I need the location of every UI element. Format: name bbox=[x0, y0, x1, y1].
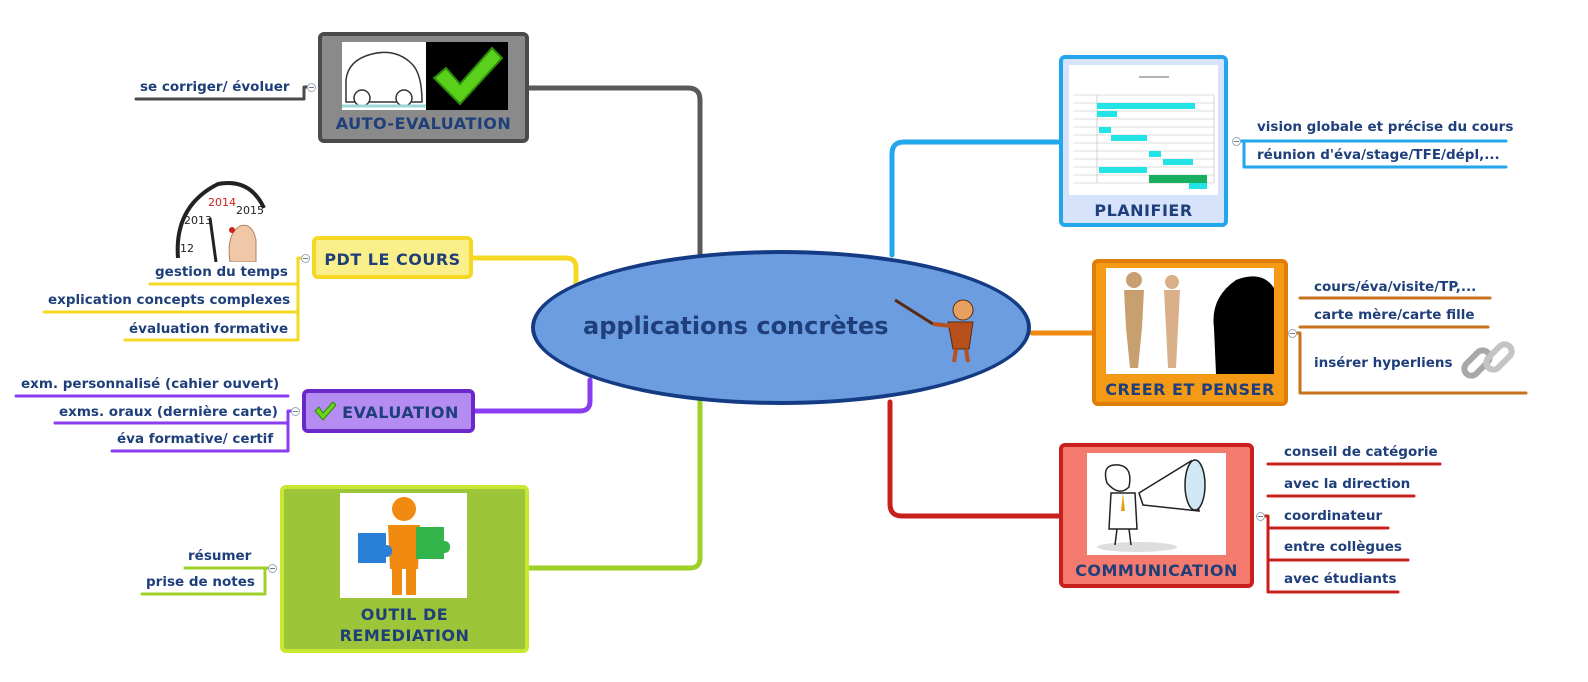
presenter-icon bbox=[894, 298, 974, 363]
leaf-resumer[interactable]: résumer bbox=[188, 548, 252, 564]
leaf-exm-personnalise[interactable]: exm. personnalisé (cahier ouvert) bbox=[21, 376, 280, 392]
leaf-exms-oraux[interactable]: exms. oraux (dernière carte) bbox=[59, 404, 278, 420]
topic-planifier[interactable]: PLANIFIER bbox=[1059, 55, 1228, 227]
connector-outil-de-remediation bbox=[525, 399, 703, 571]
collapse-toggle-communication[interactable] bbox=[1256, 512, 1265, 521]
car-sketch-image bbox=[342, 42, 426, 110]
leaf-lines-communication bbox=[1258, 462, 1442, 594]
leaf-reunion-eva[interactable]: réunion d'éva/stage/TFE/dépl,... bbox=[1257, 147, 1500, 163]
puzzle-person-image bbox=[340, 493, 467, 598]
topic-label-outil-line1: OUTIL DE bbox=[360, 605, 449, 624]
collapse-toggle-auto-evaluation[interactable] bbox=[307, 83, 316, 92]
collapse-toggle-planifier[interactable] bbox=[1232, 137, 1241, 146]
topic-communication[interactable]: COMMUNICATION bbox=[1059, 443, 1254, 588]
clock-image: 12 2013 2014 2015 bbox=[170, 178, 266, 263]
topic-label-evaluation: EVALUATION bbox=[342, 403, 459, 422]
collapse-toggle-outil-de-remediation[interactable] bbox=[268, 564, 277, 573]
topic-label-outil-line2: REMEDIATION bbox=[339, 626, 470, 645]
collapse-toggle-evaluation[interactable] bbox=[291, 407, 300, 416]
check-mark-icon bbox=[314, 401, 336, 421]
topic-auto-evaluation[interactable]: AUTO-EVALUATION bbox=[318, 32, 529, 143]
connector-planifier bbox=[889, 139, 1064, 258]
statues-image bbox=[1106, 268, 1274, 374]
connector-pdt-le-cours bbox=[469, 255, 579, 293]
leaf-carte-mere[interactable]: carte mère/carte fille bbox=[1314, 307, 1475, 323]
leaf-cours-eva-visite[interactable]: cours/éva/visite/TP,... bbox=[1314, 279, 1477, 295]
clock-label-12: 12 bbox=[180, 242, 194, 255]
topic-label-communication: COMMUNICATION bbox=[1075, 561, 1238, 580]
megaphone-image bbox=[1087, 453, 1226, 555]
leaf-gestion-du-temps[interactable]: gestion du temps bbox=[155, 264, 288, 280]
leaf-evaluation-formative[interactable]: évaluation formative bbox=[129, 321, 289, 337]
collapse-toggle-pdt-le-cours[interactable] bbox=[301, 254, 310, 263]
topic-outil-de-remediation[interactable]: OUTIL DE REMEDIATION bbox=[280, 485, 529, 653]
topic-label-creer-et-penser: CREER ET PENSER bbox=[1105, 380, 1275, 399]
leaf-avec-la-direction[interactable]: avec la direction bbox=[1284, 476, 1411, 492]
check-mark-icon bbox=[426, 42, 508, 110]
topic-creer-et-penser[interactable]: CREER ET PENSER bbox=[1092, 259, 1288, 406]
connector-auto-evaluation bbox=[524, 85, 703, 258]
connector-communication bbox=[887, 399, 1064, 519]
gantt-chart-image bbox=[1069, 65, 1218, 195]
topic-pdt-le-cours[interactable]: PDT LE COURS bbox=[312, 236, 473, 279]
chain-link-icon[interactable] bbox=[1456, 332, 1520, 388]
clock-label-2015: 2015 bbox=[236, 204, 264, 217]
topic-label-pdt-le-cours: PDT LE COURS bbox=[324, 250, 461, 269]
leaf-prise-de-notes[interactable]: prise de notes bbox=[146, 574, 255, 590]
leaf-se-corriger[interactable]: se corriger/ évoluer bbox=[140, 79, 290, 95]
leaf-explication-concepts[interactable]: explication concepts complexes bbox=[48, 292, 291, 308]
central-topic[interactable]: applications concrètes bbox=[531, 250, 1031, 405]
central-topic-label: applications concrètes bbox=[583, 312, 889, 340]
topic-label-planifier: PLANIFIER bbox=[1094, 201, 1193, 220]
leaf-vision-globale[interactable]: vision globale et précise du cours bbox=[1257, 119, 1514, 135]
clock-label-2014: 2014 bbox=[208, 196, 236, 209]
leaf-inserer-hyperliens[interactable]: insérer hyperliens bbox=[1314, 355, 1453, 371]
clock-label-2013: 2013 bbox=[184, 214, 212, 227]
leaf-coordinateur[interactable]: coordinateur bbox=[1284, 508, 1383, 524]
topic-label-auto-evaluation: AUTO-EVALUATION bbox=[335, 114, 512, 133]
collapse-toggle-creer-et-penser[interactable] bbox=[1288, 329, 1297, 338]
leaf-entre-collegues[interactable]: entre collègues bbox=[1284, 539, 1402, 555]
topic-evaluation[interactable]: EVALUATION bbox=[302, 389, 475, 433]
leaf-eva-formative-certif[interactable]: éva formative/ certif bbox=[117, 431, 274, 447]
leaf-conseil-de-categorie[interactable]: conseil de catégorie bbox=[1284, 444, 1438, 460]
leaf-avec-etudiants[interactable]: avec étudiants bbox=[1284, 571, 1397, 587]
connector-evaluation bbox=[471, 377, 593, 414]
